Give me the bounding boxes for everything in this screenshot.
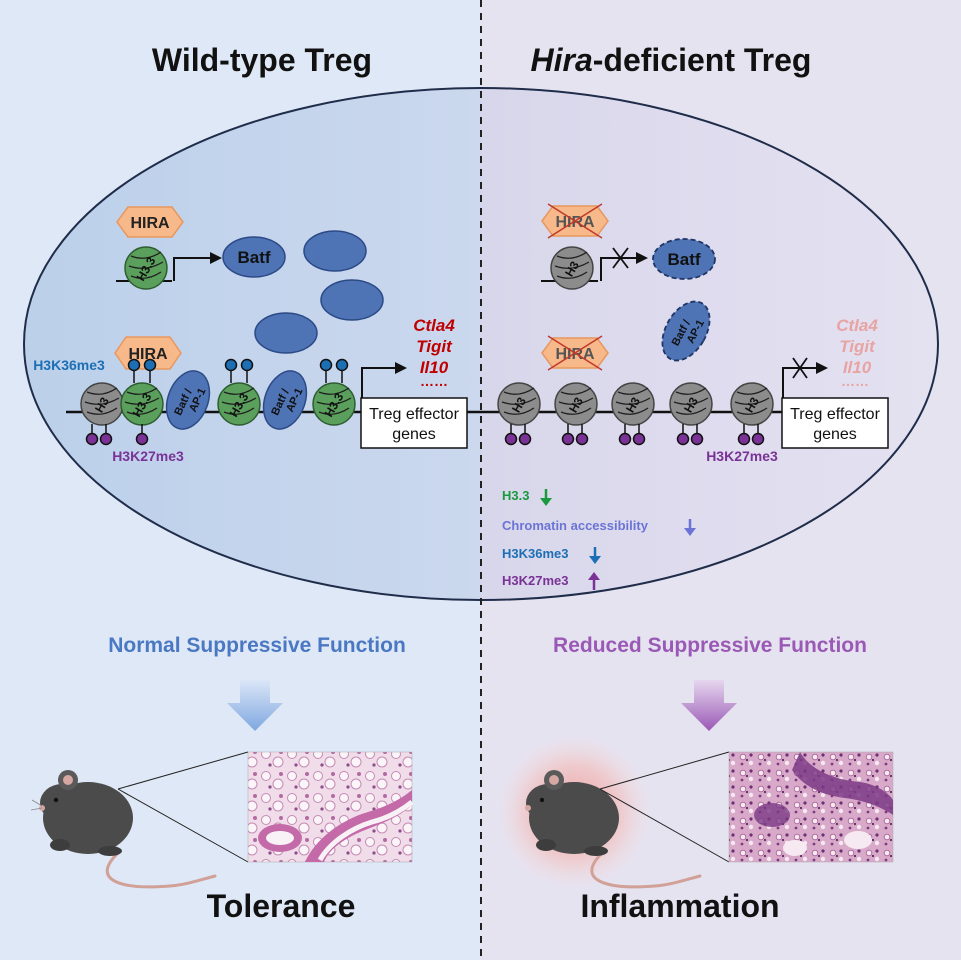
batf-label: Batf xyxy=(237,248,270,267)
right-h3-nucleosome: H3 xyxy=(611,382,655,426)
right-title-italic: Hira xyxy=(531,42,593,78)
left-h33-nucleosome: H3.3 xyxy=(217,382,261,426)
gene-ctla4: Ctla4 xyxy=(836,316,878,335)
right-h3-nucleosome: H3 xyxy=(554,382,598,426)
h3-label: H3 xyxy=(681,395,701,416)
effector-line2: genes xyxy=(813,426,857,443)
hira-label: HIRA xyxy=(128,346,168,363)
left-batf-ap1: Batf / AP-1 xyxy=(262,370,308,430)
gene-ctla4: Ctla4 xyxy=(413,316,455,335)
right-top-tss-arrow xyxy=(600,257,636,281)
left-h3k36me3-marks xyxy=(127,358,349,383)
h3-label: H3 xyxy=(509,395,529,416)
change-summary: H3.3 Chromatin accessibility H3K36me3 H3… xyxy=(502,488,696,590)
right-zoom-line xyxy=(599,788,730,863)
gene-il10: Il10 xyxy=(420,358,449,377)
left-top-nucleosome: H3.3 xyxy=(124,246,168,290)
effector-line1: Treg effector xyxy=(369,406,459,423)
effector-line2: genes xyxy=(392,426,436,443)
blocked-x-icon xyxy=(612,247,629,269)
left-batf-protein xyxy=(320,279,384,321)
right-zoom-line xyxy=(599,751,730,790)
effector-line1: Treg effector xyxy=(790,406,880,423)
right-mouse xyxy=(525,770,702,889)
right-h3-nucleosome: H3 xyxy=(730,382,774,426)
right-title: Hira-deficient Treg xyxy=(531,42,812,78)
gene-tigit: Tigit xyxy=(839,337,876,356)
right-h3-nucleosome: H3 xyxy=(669,382,713,426)
right-title-rest: -deficient Treg xyxy=(593,42,812,78)
left-h3-nucleosome: H3 xyxy=(80,382,124,426)
left-h3k27me3-marks xyxy=(85,424,149,446)
left-function-label: Normal Suppressive Function xyxy=(108,634,406,657)
change-h3k36me3: H3K36me3 xyxy=(502,546,569,561)
right-outcome: Inflammation xyxy=(580,888,779,924)
right-h3k27me3-marks xyxy=(504,424,765,446)
gene-dots: …… xyxy=(420,373,448,389)
right-effector-box xyxy=(781,397,889,449)
left-h33-nucleosome: H3.3 xyxy=(312,382,356,426)
left-title: Wild-type Treg xyxy=(152,42,372,78)
right-top-nucleosome: H3 xyxy=(550,246,594,290)
arrow-down-icon xyxy=(589,547,601,564)
right-batf-ap1-absent: Batf / AP-1 xyxy=(661,300,711,362)
left-top-tss-arrow xyxy=(173,257,210,281)
left-down-arrow xyxy=(227,680,283,731)
left-batf-ap1: Batf / AP-1 xyxy=(165,370,211,430)
change-accessibility: Chromatin accessibility xyxy=(502,518,649,533)
gene-tigit: Tigit xyxy=(416,337,453,356)
left-effector-box xyxy=(360,397,468,449)
left-hira-top: HIRA xyxy=(116,206,184,238)
right-lung-histology xyxy=(728,751,894,863)
blocked-x-icon xyxy=(792,357,808,379)
arrow-down-icon xyxy=(540,489,552,506)
h3-label: H3 xyxy=(92,395,112,416)
left-mouse xyxy=(30,770,217,889)
right-down-arrow xyxy=(681,680,737,731)
left-lung-histology xyxy=(247,751,414,863)
arrow-up-icon xyxy=(588,572,600,590)
hira-label: HIRA xyxy=(555,346,595,363)
left-batf: Batf xyxy=(222,236,286,278)
gene-dots: …… xyxy=(841,373,869,389)
left-gene-list: Ctla4 Tigit Il10 xyxy=(413,316,455,377)
change-h33: H3.3 xyxy=(502,488,529,503)
h3k27me3-label: H3K27me3 xyxy=(706,448,778,464)
hira-label: HIRA xyxy=(555,214,595,231)
change-h3k27me3: H3K27me3 xyxy=(502,573,569,588)
h3-label: H3 xyxy=(566,395,586,416)
right-hira-chromatin-crossed: HIRA xyxy=(541,335,609,371)
right-batf-absent: Batf xyxy=(652,238,716,280)
right-gene-list-faded: Ctla4 Tigit Il10 xyxy=(836,316,878,377)
left-batf-protein xyxy=(303,230,367,272)
left-zoom-line xyxy=(117,751,249,790)
left-outcome: Tolerance xyxy=(207,888,356,924)
right-function-label: Reduced Suppressive Function xyxy=(553,634,867,657)
right-h3-nucleosome: H3 xyxy=(497,382,541,426)
h3-label: H3 xyxy=(562,259,582,280)
h3-label: H3 xyxy=(623,395,643,416)
gene-il10: Il10 xyxy=(843,358,872,377)
batf-label: Batf xyxy=(667,250,700,269)
h3-label: H3 xyxy=(742,395,762,416)
left-zoom-line xyxy=(117,788,249,863)
right-hira-top-crossed: HIRA xyxy=(541,203,609,239)
h3k27me3-label: H3K27me3 xyxy=(112,448,184,464)
h3k36me3-label: H3K36me3 xyxy=(33,357,105,373)
left-batf-protein xyxy=(254,312,318,354)
hira-label: HIRA xyxy=(130,215,170,232)
arrow-down-icon xyxy=(684,519,696,536)
left-h33-nucleosome: H3.3 xyxy=(120,382,164,426)
